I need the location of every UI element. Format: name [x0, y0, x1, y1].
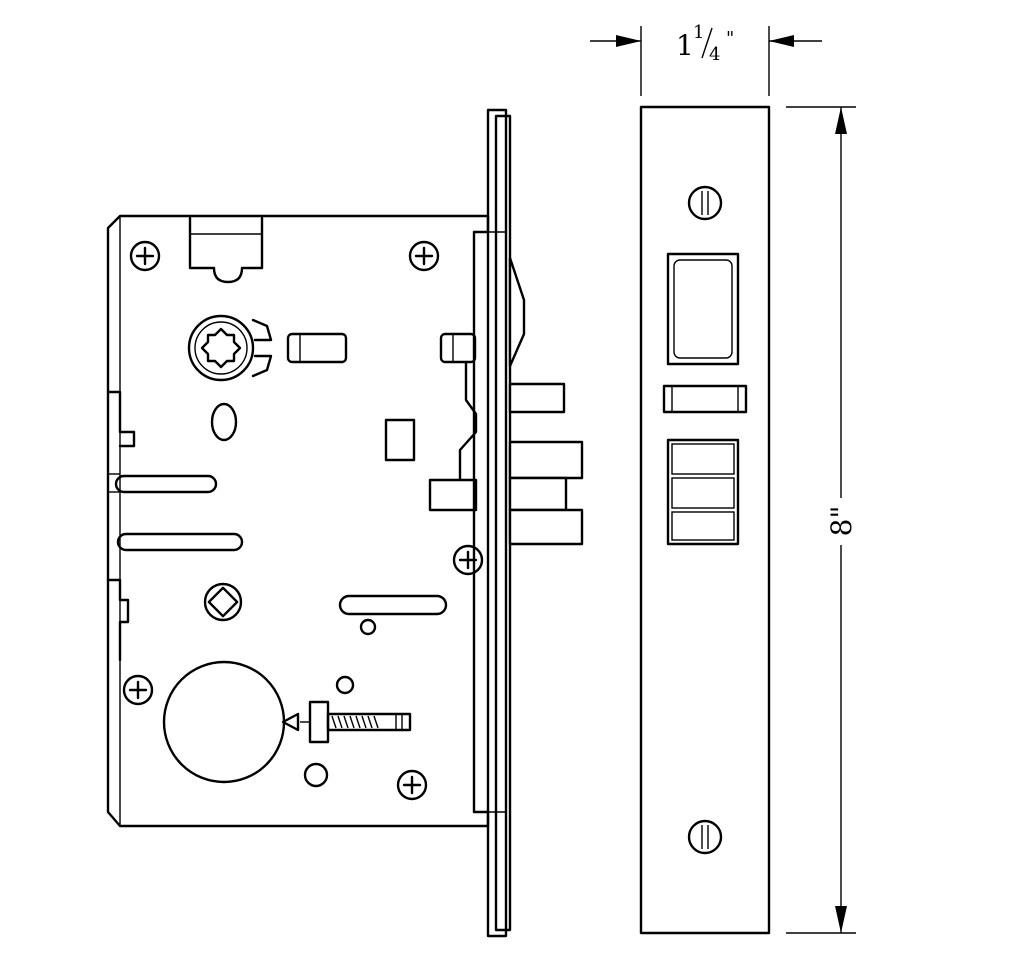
faceplate-front-view [639, 105, 771, 935]
deadbolt-top [508, 440, 584, 480]
latch-bolt [508, 256, 526, 368]
screw-slotted-bottom [687, 819, 723, 855]
width-unit: " [726, 28, 734, 49]
deadbolt-middle [508, 476, 568, 512]
screw-phillips-top-left [129, 240, 161, 272]
lock-body-side-view [106, 214, 490, 828]
cylinder-hole [162, 660, 286, 784]
slot-upper [114, 474, 218, 494]
screw-phillips-bottom-right [396, 769, 428, 801]
width-numerator: 1 [693, 22, 704, 43]
screw-slotted-top [687, 185, 723, 221]
slot-right [338, 594, 448, 616]
screw-phillips-faceplate [452, 544, 484, 576]
width-whole: 1 [676, 29, 694, 62]
slot-middle [116, 532, 244, 552]
height-label: 8" [825, 506, 858, 537]
lock-case-outline [106, 214, 490, 828]
width-dimension: 1 1 4 " [590, 22, 822, 96]
screw-phillips-top-right [408, 240, 440, 272]
faceplate-side [486, 108, 584, 938]
hub-spindle [187, 314, 273, 382]
top-tab [188, 216, 264, 284]
faceplate-front [639, 105, 771, 935]
width-denominator: 4 [709, 44, 720, 65]
screw-phillips-bottom-left [122, 674, 154, 706]
auxiliary-bolt [508, 382, 566, 414]
deadbolt-bottom [508, 508, 584, 546]
height-dimension: 8" [786, 106, 858, 934]
